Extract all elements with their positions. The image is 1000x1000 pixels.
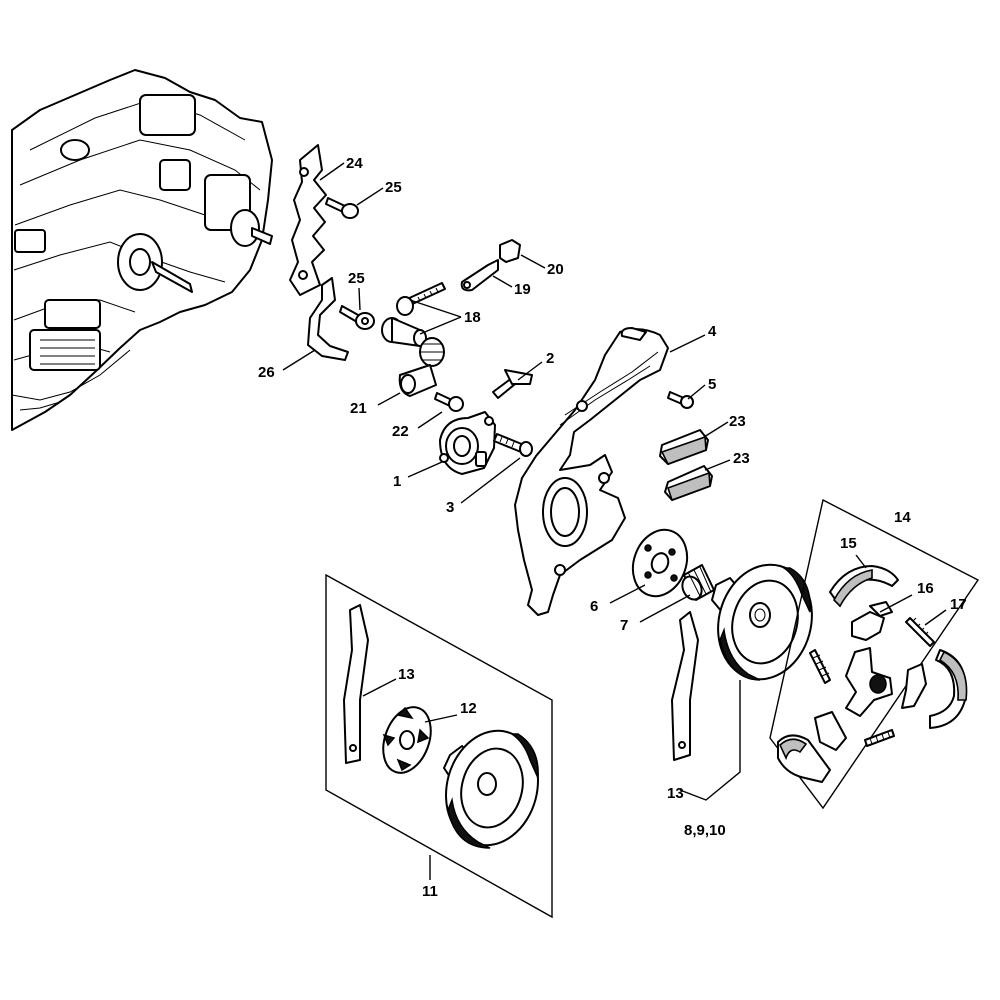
part-14-box — [769, 498, 980, 810]
callout-13-left: 13 — [398, 666, 415, 683]
part-18-bushing — [381, 317, 427, 347]
part-20-clip — [499, 239, 521, 263]
part-15-clutch-shoe — [829, 565, 899, 608]
clutch-drum-left — [443, 729, 539, 849]
callout-4: 4 — [708, 323, 717, 340]
part-25-screw-upper — [325, 197, 359, 219]
callout-17: 17 — [950, 596, 967, 613]
callout-1: 1 — [393, 473, 401, 490]
part-4-guard-plate — [514, 327, 669, 616]
callout-26: 26 — [258, 364, 275, 381]
callout-18: 18 — [464, 309, 481, 326]
callout-2: 2 — [546, 350, 554, 367]
callout-5: 5 — [708, 376, 716, 393]
callout-25-upper: 25 — [385, 179, 402, 196]
callout-16: 16 — [917, 580, 934, 597]
part-17-spring — [905, 617, 935, 647]
part-13-shaft-left — [343, 604, 369, 764]
callout-25-lower: 25 — [348, 270, 365, 287]
part-22-screw — [434, 392, 464, 412]
part-12-washer — [382, 706, 432, 774]
callout-8-9-10: 8,9,10 — [684, 822, 726, 839]
part-1-oil-pump — [439, 411, 496, 475]
part-13-shaft-center — [671, 611, 699, 761]
part-2-pin — [492, 369, 533, 399]
spring-left — [809, 649, 831, 684]
callout-24: 24 — [346, 155, 363, 172]
callout-6: 6 — [590, 598, 598, 615]
part-24-bracket — [289, 144, 327, 296]
part-3-screw — [493, 433, 533, 457]
clutch-drum-center — [711, 563, 813, 681]
part-23-pad-upper — [659, 429, 709, 465]
part-16-clip — [851, 601, 893, 641]
callout-7: 7 — [620, 617, 628, 634]
part-18-adjust-screw — [396, 282, 446, 316]
part-11-box — [325, 573, 553, 919]
part-19-lever — [460, 259, 499, 292]
callout-22: 22 — [392, 423, 409, 440]
callout-19: 19 — [514, 281, 531, 298]
callout-15: 15 — [840, 535, 857, 552]
callout-3: 3 — [446, 499, 454, 516]
part-25-screw-lower — [339, 305, 375, 330]
callout-13-center: 13 — [667, 785, 684, 802]
callout-11: 11 — [422, 883, 438, 900]
part-23-pad-lower — [664, 465, 713, 502]
spring-bottom — [864, 729, 895, 747]
group-8-9-10-bracket — [679, 680, 741, 801]
clutch-hub — [845, 647, 893, 717]
callout-21: 21 — [350, 400, 367, 417]
part-26-bracket — [307, 277, 349, 361]
callout-20: 20 — [547, 261, 564, 278]
part-5-screw — [667, 391, 694, 409]
callout-23-lower: 23 — [733, 450, 750, 467]
clutch-shoe-right — [901, 649, 968, 729]
callout-23-upper: 23 — [729, 413, 746, 430]
leader-lines — [282, 162, 947, 880]
engine-housing — [11, 69, 273, 431]
part-6-washer — [631, 528, 689, 598]
part-21-worm-gear — [398, 337, 445, 397]
clutch-shoe-bottom — [777, 711, 847, 783]
callout-14: 14 — [894, 509, 911, 526]
callout-12: 12 — [460, 700, 477, 717]
